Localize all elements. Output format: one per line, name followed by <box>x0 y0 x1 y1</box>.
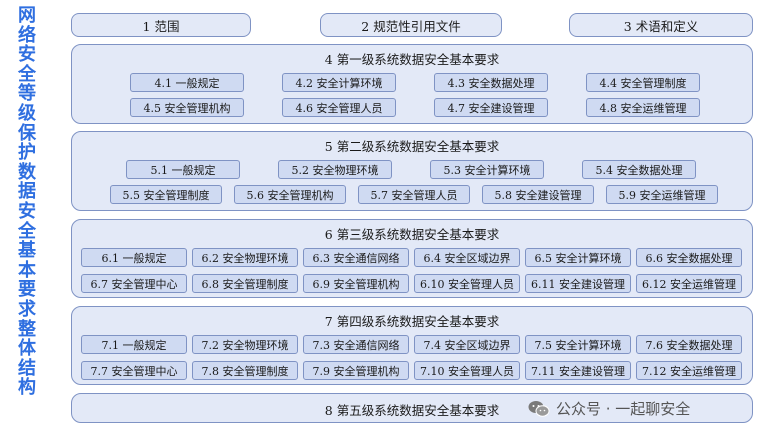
level4-requirements-panel: 7 第四级系统数据安全基本要求 7.1 一般规定 7.2 安全物理环境 7.3 … <box>71 306 753 385</box>
item-7-1: 7.1 一般规定 <box>81 335 187 354</box>
vertical-title-char: 构 <box>18 377 36 399</box>
panel-title: 5 第二级系统数据安全基本要求 <box>324 139 500 154</box>
item-5-8: 5.8 安全建设管理 <box>482 185 594 204</box>
vertical-title-char: 全 <box>18 63 36 85</box>
item-4-4: 4.4 安全管理制度 <box>586 73 700 92</box>
item-4-2: 4.2 安全计算环境 <box>282 73 396 92</box>
item-7-12: 7.12 安全运维管理 <box>636 361 742 380</box>
item-7-2: 7.2 安全物理环境 <box>192 335 298 354</box>
panel-title: 6 第三级系统数据安全基本要求 <box>324 227 500 242</box>
item-7-10: 7.10 安全管理人员 <box>414 361 520 380</box>
vertical-title-char: 据 <box>18 181 36 203</box>
item-5-5: 5.5 安全管理制度 <box>110 185 222 204</box>
item-5-4: 5.4 安全数据处理 <box>582 160 696 179</box>
item-5-9: 5.9 安全运维管理 <box>606 185 718 204</box>
vertical-title-char: 安 <box>18 44 36 66</box>
item-6-7: 6.7 安全管理中心 <box>81 274 187 293</box>
item-6-4: 6.4 安全区域边界 <box>414 248 520 267</box>
vertical-title-char: 安 <box>18 200 36 222</box>
item-7-3: 7.3 安全通信网络 <box>303 335 409 354</box>
watermark-text: 公众号 · 一起聊安全 <box>556 400 691 418</box>
level3-requirements-panel: 6 第三级系统数据安全基本要求 6.1 一般规定 6.2 安全物理环境 6.3 … <box>71 219 753 298</box>
vertical-title-char: 整 <box>18 318 36 340</box>
level1-requirements-panel: 4 第一级系统数据安全基本要求 4.1 一般规定 4.2 安全计算环境 4.3 … <box>71 44 753 124</box>
item-5-2: 5.2 安全物理环境 <box>278 160 392 179</box>
vertical-title-char: 等 <box>18 83 36 105</box>
item-6-11: 6.11 安全建设管理 <box>525 274 631 293</box>
item-7-5: 7.5 安全计算环境 <box>525 335 631 354</box>
vertical-title-char: 本 <box>18 259 36 281</box>
item-5-7: 5.7 安全管理人员 <box>358 185 470 204</box>
item-4-6: 4.6 安全管理人员 <box>282 98 396 117</box>
item-4-8: 4.8 安全运维管理 <box>586 98 700 117</box>
item-7-4: 7.4 安全区域边界 <box>414 335 520 354</box>
item-7-8: 7.8 安全管理制度 <box>192 361 298 380</box>
vertical-title-char: 络 <box>18 24 36 46</box>
item-7-9: 7.9 安全管理机构 <box>303 361 409 380</box>
item-5-1: 5.1 一般规定 <box>126 160 240 179</box>
vertical-title-char: 要 <box>18 279 36 301</box>
terms-definitions-box: 3 术语和定义 <box>569 13 753 37</box>
vertical-title-char: 体 <box>18 338 36 360</box>
item-6-10: 6.10 安全管理人员 <box>414 274 520 293</box>
item-6-12: 6.12 安全运维管理 <box>636 274 742 293</box>
wechat-icon <box>528 400 550 417</box>
vertical-title-char: 结 <box>18 357 36 379</box>
item-6-1: 6.1 一般规定 <box>81 248 187 267</box>
vertical-title-char: 保 <box>18 122 36 144</box>
item-5-6: 5.6 安全管理机构 <box>234 185 346 204</box>
panel-title: 8 第五级系统数据安全基本要求 <box>324 403 500 418</box>
level2-requirements-panel: 5 第二级系统数据安全基本要求 5.1 一般规定 5.2 安全物理环境 5.3 … <box>71 131 753 211</box>
vertical-title-char: 级 <box>18 102 36 124</box>
vertical-title-char: 基 <box>18 240 36 262</box>
item-7-11: 7.11 安全建设管理 <box>525 361 631 380</box>
item-6-6: 6.6 安全数据处理 <box>636 248 742 267</box>
item-6-9: 6.9 安全管理机构 <box>303 274 409 293</box>
item-4-1: 4.1 一般规定 <box>130 73 244 92</box>
normative-references-box: 2 规范性引用文件 <box>320 13 502 37</box>
vertical-title-char: 数 <box>18 161 36 183</box>
item-6-2: 6.2 安全物理环境 <box>192 248 298 267</box>
item-7-6: 7.6 安全数据处理 <box>636 335 742 354</box>
vertical-title: 网络安全等级保护数据安全基本要求整体结构 <box>12 6 42 398</box>
item-6-8: 6.8 安全管理制度 <box>192 274 298 293</box>
scope-box: 1 范围 <box>71 13 251 37</box>
vertical-title-char: 护 <box>18 142 36 164</box>
vertical-title-char: 求 <box>18 298 36 320</box>
item-6-5: 6.5 安全计算环境 <box>525 248 631 267</box>
item-4-7: 4.7 安全建设管理 <box>434 98 548 117</box>
vertical-title-char: 全 <box>18 220 36 242</box>
level5-requirements-panel: 8 第五级系统数据安全基本要求 <box>71 393 753 423</box>
panel-title: 4 第一级系统数据安全基本要求 <box>324 52 500 67</box>
vertical-title-char: 网 <box>18 5 36 26</box>
item-5-3: 5.3 安全计算环境 <box>430 160 544 179</box>
panel-title: 7 第四级系统数据安全基本要求 <box>324 314 500 329</box>
item-6-3: 6.3 安全通信网络 <box>303 248 409 267</box>
item-7-7: 7.7 安全管理中心 <box>81 361 187 380</box>
item-4-5: 4.5 安全管理机构 <box>130 98 244 117</box>
watermark: 公众号 · 一起聊安全 <box>528 398 690 419</box>
item-4-3: 4.3 安全数据处理 <box>434 73 548 92</box>
